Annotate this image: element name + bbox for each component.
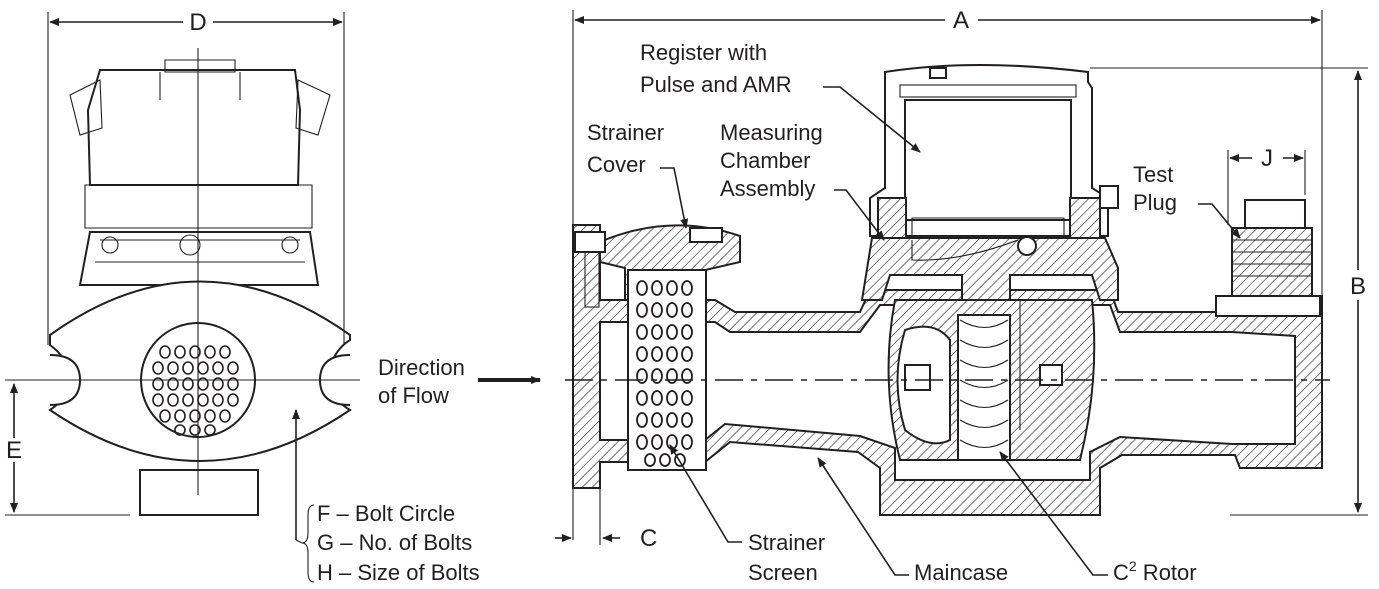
direction-of-flow: Direction of Flow xyxy=(378,355,541,408)
label-direction-1: Direction xyxy=(378,355,465,380)
label-strainer-cover-2: Cover xyxy=(587,152,646,177)
end-view: D E F – Bolt Circle G – No. of Bolts H –… xyxy=(5,9,480,585)
end-view-upper-case xyxy=(78,231,320,286)
dim-a: A xyxy=(953,7,969,34)
label-measuring-3: Assembly xyxy=(720,176,815,201)
label-strainer-screen-1: Strainer xyxy=(748,530,825,555)
label-c2-rotor: C2 Rotor xyxy=(1113,558,1197,585)
dim-j: J xyxy=(1261,145,1273,172)
dim-d: D xyxy=(189,9,206,36)
label-strainer-screen-2: Screen xyxy=(748,560,818,585)
label-register-1: Register with xyxy=(640,40,767,65)
dim-b: B xyxy=(1350,273,1366,300)
label-strainer-cover-1: Strainer xyxy=(587,120,664,145)
label-bolt-circle: F – Bolt Circle xyxy=(317,501,455,526)
label-bolt-count: G – No. of Bolts xyxy=(317,530,472,555)
label-test-plug-1: Test xyxy=(1133,162,1173,187)
label-test-plug-2: Plug xyxy=(1133,190,1177,215)
end-view-register xyxy=(86,69,302,186)
section-view: A B xyxy=(555,7,1368,585)
test-plug xyxy=(1231,227,1313,297)
label-direction-2: of Flow xyxy=(378,383,449,408)
rotor-blades xyxy=(959,319,1009,449)
label-measuring-2: Chamber xyxy=(720,148,810,173)
end-view-strainer-holes xyxy=(152,345,239,436)
label-measuring-1: Measuring xyxy=(720,120,823,145)
test-plug-cap xyxy=(1244,199,1306,229)
measuring-chamber xyxy=(860,237,1119,301)
dim-e: E xyxy=(6,437,22,464)
label-bolt-size: H – Size of Bolts xyxy=(317,560,480,585)
label-maincase: Maincase xyxy=(914,560,1008,585)
label-register-2: Pulse and AMR xyxy=(640,72,792,97)
dim-c: C xyxy=(640,525,657,552)
